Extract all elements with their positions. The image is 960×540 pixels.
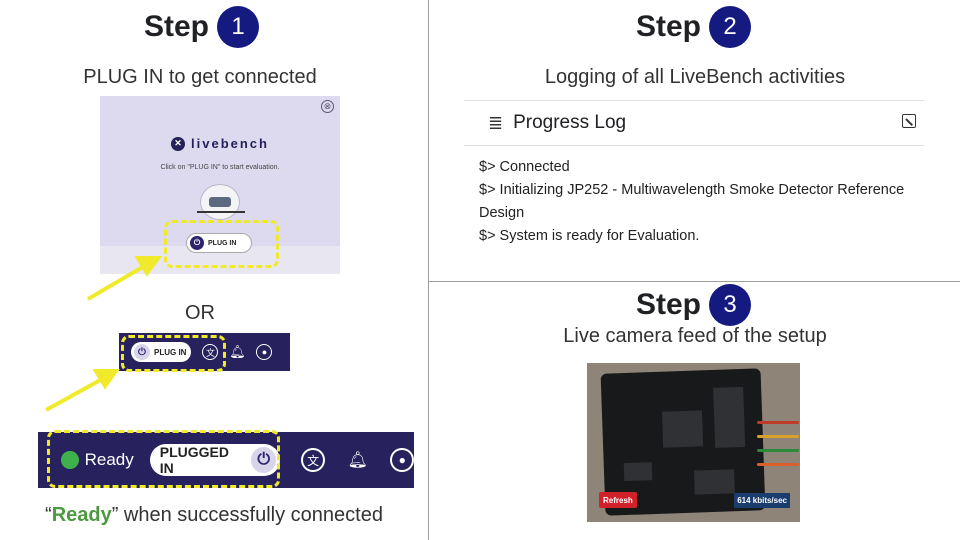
- step1-subtitle: PLUG IN to get connected: [83, 66, 317, 88]
- log-line: $> System is ready for Evaluation.: [479, 228, 700, 244]
- arrow-to-toolbar: [45, 376, 105, 412]
- vertical-divider: [428, 0, 429, 540]
- step2-word: Step: [636, 10, 702, 43]
- plug-illustration-icon: [197, 184, 245, 220]
- log-line: $> Connected: [479, 159, 570, 175]
- progress-log-title: Progress Log: [513, 112, 627, 133]
- bitrate-readout: 614 kbits/sec: [734, 493, 790, 508]
- bell-icon[interactable]: 🔔︎: [347, 452, 368, 469]
- toolbar-small: ⏻ PLUG IN 文 🔔︎ ●: [119, 333, 290, 371]
- dialog-plug-in-label: PLUG IN: [208, 239, 237, 247]
- livebench-logo-icon: ✕: [171, 136, 186, 151]
- plug-icon: ⏻: [190, 236, 204, 250]
- step2-number-badge: 2: [709, 6, 752, 48]
- dialog-plug-in-button[interactable]: ⏻ PLUG IN: [186, 233, 252, 253]
- refresh-button[interactable]: Refresh: [599, 492, 637, 508]
- dialog-hint-text: Click on "PLUG IN" to start evaluation.: [160, 164, 280, 171]
- step3-heading: Step 3: [636, 284, 752, 326]
- arrow-head-toolbar: [92, 369, 120, 390]
- pointer-arrows: [45, 256, 162, 412]
- step3-subtitle: Live camera feed of the setup: [563, 325, 827, 347]
- expand-icon[interactable]: [902, 114, 916, 128]
- toolbar-small-highlight-box: [121, 335, 226, 372]
- toolbar-big: Ready PLUGGED IN ⏻ 文 🔔︎ ●: [38, 432, 414, 488]
- translate-icon[interactable]: 文: [202, 344, 219, 360]
- livebench-logo: ✕ livebench: [100, 136, 340, 151]
- or-label: OR: [185, 302, 215, 324]
- livebench-logo-text: livebench: [191, 136, 269, 151]
- step2-subtitle: Logging of all LiveBench activities: [544, 66, 846, 88]
- status-ready-dot: [61, 451, 79, 469]
- camera-feed: Refresh 614 kbits/sec: [587, 363, 800, 522]
- plug-icon: ⏻: [250, 447, 277, 473]
- account-icon[interactable]: ●: [256, 344, 273, 360]
- arrow-to-dialog: [86, 263, 148, 301]
- toolbar-plug-in-label: PLUG IN: [154, 347, 187, 357]
- caption-open-quote: “: [45, 504, 52, 526]
- plugin-dialog: ⊗ ✕ livebench Click on "PLUG IN" to star…: [100, 96, 340, 274]
- translate-icon[interactable]: 文: [301, 448, 325, 472]
- caption-ready-word: Ready: [51, 504, 112, 526]
- log-line: $> Initializing JP252 - Multiwavelength …: [479, 182, 905, 198]
- horizontal-divider: [428, 281, 960, 282]
- close-icon[interactable]: ⊗: [321, 100, 334, 113]
- progress-log-lines: $> Connected $> Initializing JP252 - Mul…: [479, 156, 904, 248]
- menu-icon[interactable]: ≣: [488, 112, 504, 133]
- log-line: Design: [479, 205, 525, 221]
- dialog-highlight-box: [164, 220, 279, 268]
- step3-number-badge: 3: [709, 284, 752, 326]
- toolbar-big-highlight-box: [47, 430, 280, 488]
- toolbar-plug-in-button[interactable]: ⏻ PLUG IN: [131, 342, 192, 362]
- ready-caption: “Ready” when successfully connected: [0, 504, 428, 527]
- progress-log-header: ≣ Progress Log: [464, 100, 924, 146]
- step1-heading: Step 1: [144, 6, 260, 48]
- plugged-in-label: PLUGGED IN: [159, 444, 229, 476]
- progress-log-panel: ≣ Progress Log $> Connected $> Initializ…: [464, 100, 924, 248]
- step1-number-badge: 1: [217, 6, 260, 48]
- arrow-head-dialog: [134, 256, 162, 277]
- bell-icon[interactable]: 🔔︎: [229, 344, 246, 359]
- step2-heading: Step 2: [636, 6, 752, 48]
- caption-rest: ” when successfully connected: [111, 504, 383, 526]
- step3-word: Step: [636, 288, 702, 321]
- step1-word: Step: [144, 10, 210, 43]
- account-icon[interactable]: ●: [390, 448, 414, 472]
- plug-icon: ⏻: [134, 344, 150, 360]
- plugged-in-button[interactable]: PLUGGED IN ⏻: [149, 444, 281, 476]
- status-ready-label: Ready: [84, 450, 134, 469]
